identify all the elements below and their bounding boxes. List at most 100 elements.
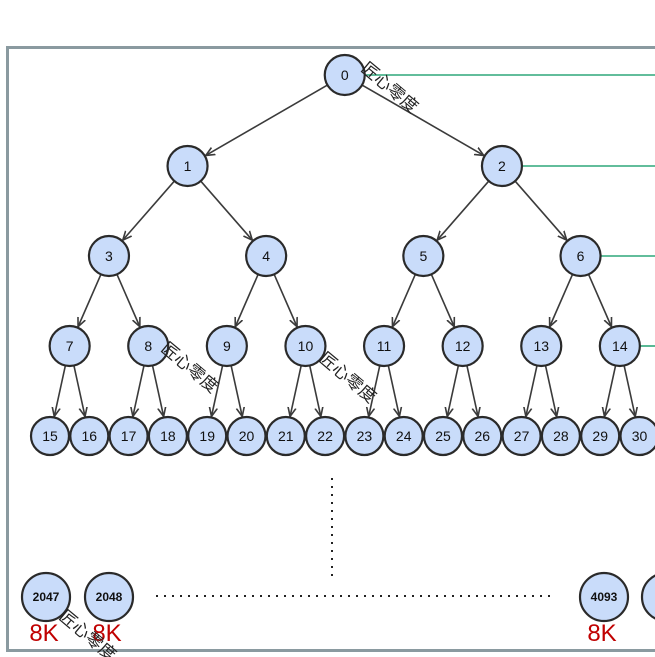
- tree-edge: [587, 274, 612, 326]
- tree-node-label: 11: [377, 338, 392, 354]
- tree-edge: [604, 365, 617, 417]
- leaf-page-label: 4093: [591, 590, 618, 604]
- page-size-label: 8K: [92, 620, 121, 647]
- tree-edge: [392, 274, 417, 326]
- tree-node: 21: [265, 415, 306, 457]
- tree-node: 11: [362, 324, 406, 368]
- tree-node: 22: [305, 415, 346, 457]
- tree-node-label: 0: [341, 67, 349, 83]
- page-size-label: 8K: [29, 620, 58, 647]
- tree-node: 19: [187, 415, 228, 457]
- tree-edge: [430, 274, 454, 326]
- tree-edge: [623, 365, 635, 417]
- tree-node-label: 12: [455, 338, 471, 354]
- tree-node-label: 10: [298, 338, 314, 354]
- tree-node-label: 23: [357, 428, 373, 444]
- tree-node-label: 7: [66, 338, 74, 354]
- tree-edge: [206, 84, 328, 155]
- tree-node: 0: [323, 53, 366, 97]
- tree-node: 17: [108, 415, 149, 457]
- tree-node-label: 17: [121, 428, 137, 444]
- tree-node-label: 6: [577, 248, 585, 264]
- tree-node: 6: [559, 234, 602, 278]
- tree-node-label: 3: [105, 248, 113, 264]
- tree-node: 3: [87, 234, 131, 278]
- tree-edge: [200, 180, 253, 240]
- tree-node-label: 13: [533, 338, 549, 354]
- tree-edge: [447, 365, 460, 417]
- tree-node-label: 30: [632, 428, 648, 444]
- tree-node: 9: [205, 324, 248, 368]
- tree-node: 30: [619, 415, 655, 457]
- tree-node-label: 26: [475, 428, 491, 444]
- tree-node: 25: [422, 415, 464, 457]
- tree-node-label: 16: [82, 428, 98, 444]
- tree-edge: [514, 180, 567, 240]
- tree-node-label: 25: [435, 428, 451, 444]
- tree-node: 27: [501, 415, 542, 457]
- tree-edge: [273, 274, 297, 326]
- tree-node-label: 24: [396, 428, 412, 444]
- tree-node: 14: [598, 324, 641, 368]
- tree-edge: [544, 365, 557, 417]
- tree-node: 28: [540, 415, 582, 457]
- tree-node-label: 5: [419, 248, 427, 264]
- tree-node-label: 29: [592, 428, 608, 444]
- tree-node: 10: [284, 324, 327, 368]
- tree-node: 2: [480, 144, 524, 188]
- tree-edge: [151, 365, 164, 417]
- tree-node-label: 4: [262, 248, 270, 264]
- tree-edge: [211, 365, 224, 417]
- tree-edge: [550, 274, 574, 326]
- tree-node-label: 18: [160, 428, 176, 444]
- tree-node-label: 1: [184, 158, 192, 174]
- tree-edge: [73, 365, 85, 417]
- tree-node: 7: [48, 324, 91, 368]
- leaf-page-label: 2048: [96, 590, 123, 604]
- tree-node-label: 2: [498, 158, 506, 174]
- tree-edge: [133, 365, 145, 417]
- tree-node: 20: [226, 415, 267, 457]
- page-size-label: 8K: [587, 620, 616, 647]
- tree-edge: [466, 365, 478, 417]
- tree-node-label: 19: [199, 428, 215, 444]
- tree-node-label: 27: [514, 428, 530, 444]
- tree-edge: [78, 274, 102, 326]
- tree-node: 16: [69, 415, 110, 457]
- tree-edge: [290, 365, 302, 417]
- tree-edge: [123, 180, 175, 240]
- leaf-page-node: 4: [640, 574, 655, 620]
- tree-edge: [230, 365, 242, 417]
- tree-node: 13: [520, 324, 563, 368]
- tree-node: 29: [580, 415, 621, 457]
- tree-edge: [308, 365, 321, 417]
- tree-node-label: 8: [144, 338, 152, 354]
- tree-node-label: 15: [42, 428, 58, 444]
- tree-edge: [235, 274, 259, 326]
- tree-edge: [361, 84, 484, 155]
- tree-node-label: 14: [612, 338, 628, 354]
- tree-node: 4: [245, 234, 288, 278]
- tree-node-label: 21: [278, 428, 294, 444]
- diagram-frame: [6, 46, 655, 652]
- tree-node: 24: [383, 415, 424, 457]
- leaf-page-node: 2048: [83, 571, 135, 623]
- leaf-page-node: 4093: [578, 571, 630, 623]
- tree-node: 5: [402, 234, 445, 278]
- tree-edge: [369, 365, 381, 417]
- tree-node: 1: [166, 144, 209, 188]
- tree-node: 15: [29, 415, 71, 457]
- tree-edge: [526, 365, 538, 417]
- tree-node: 12: [441, 324, 484, 368]
- tree-node: 23: [344, 415, 385, 457]
- tree-node: 8: [127, 324, 170, 368]
- tree-node-label: 9: [223, 338, 231, 354]
- tree-node-label: 20: [239, 428, 255, 444]
- tree-node-label: 28: [553, 428, 569, 444]
- tree-node-label: 22: [317, 428, 333, 444]
- tree-edge: [116, 274, 140, 326]
- tree-node: 18: [147, 415, 188, 457]
- tree-edge: [387, 365, 399, 417]
- tree-node: 26: [462, 415, 503, 457]
- tree-edge: [54, 365, 67, 417]
